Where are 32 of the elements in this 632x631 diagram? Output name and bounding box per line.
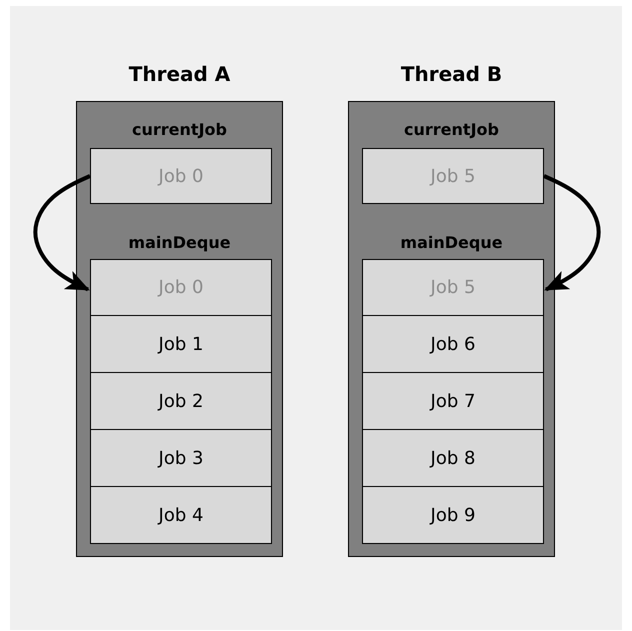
job-label: Job 2 [158,390,204,412]
job-label: Job 7 [430,390,476,412]
job-label: Job 4 [158,504,204,526]
job-box [362,259,544,316]
job-label: Job 6 [430,334,476,354]
job-box [90,315,272,373]
job-box [362,148,544,204]
section-label: mainDeque [399,233,504,252]
job-box [362,429,544,487]
job-label: Job 1 [158,334,204,354]
curved-arrow [543,174,601,292]
section-label: currentJob [131,120,228,139]
job-box [90,486,272,544]
job-label: Job 5 [430,277,476,298]
job-label: Job 0 [158,166,204,186]
job-label: Job 5 [430,166,476,186]
job-label: Job 0 [158,277,204,298]
job-label: Job 3 [158,448,204,468]
job-label: Job 9 [430,504,476,526]
curved-arrow [33,174,91,292]
job-box [90,259,272,316]
job-box [90,429,272,487]
job-box [362,372,544,430]
thread-title: Thread B [400,62,504,86]
job-box [90,148,272,204]
thread-title: Thread A [128,62,232,86]
job-label: Job 8 [430,448,476,468]
job-box [362,315,544,373]
job-box [362,486,544,544]
job-box [90,372,272,430]
section-label: mainDeque [127,233,232,252]
section-label: currentJob [403,120,500,139]
